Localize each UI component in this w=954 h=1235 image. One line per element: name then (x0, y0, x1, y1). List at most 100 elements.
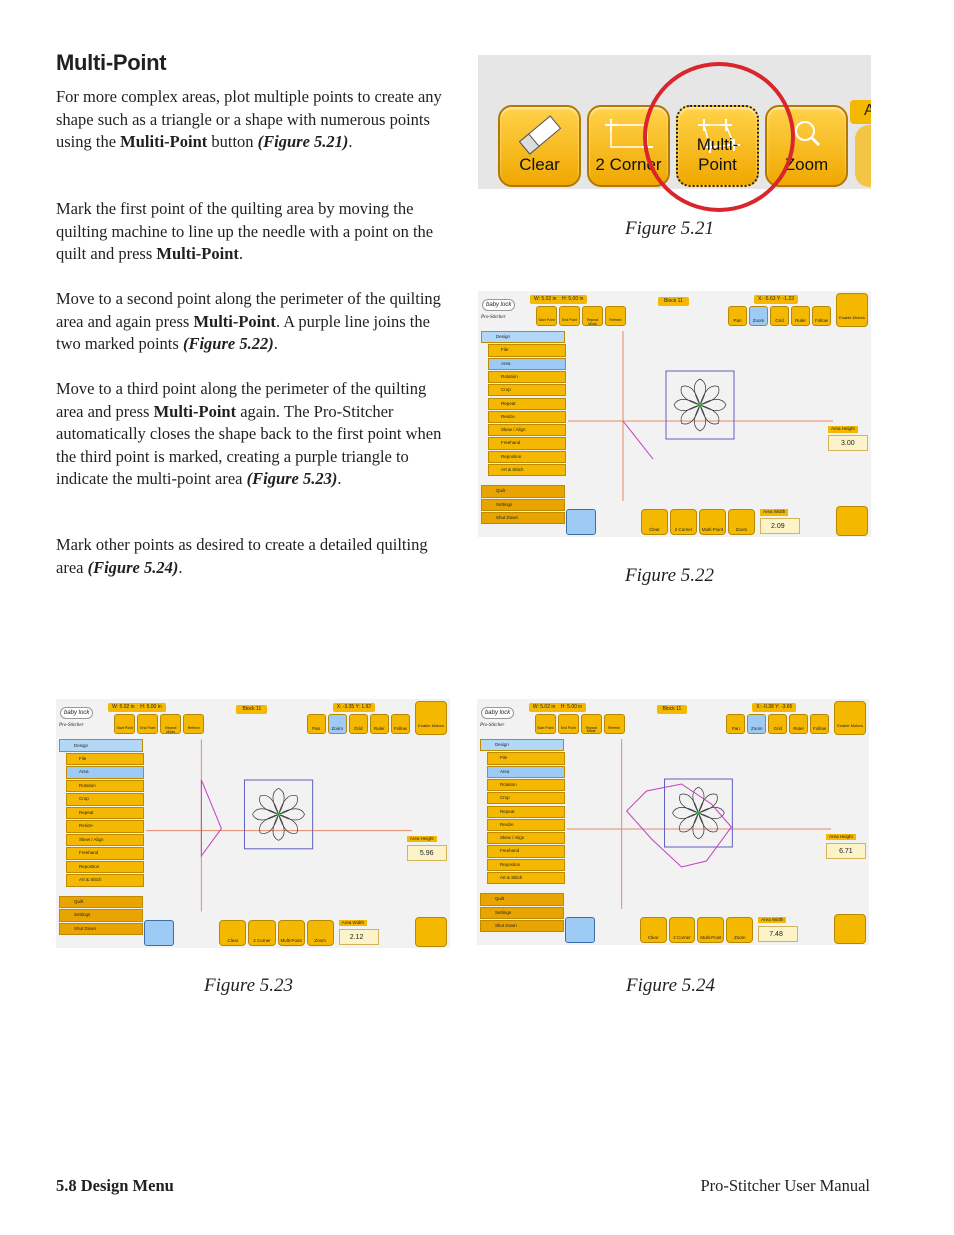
bottom-tool-button[interactable]: Zoom (306, 919, 334, 946)
view-tool-button[interactable]: Ruler (791, 306, 810, 326)
width-readout: W: 5.02 in (530, 295, 561, 304)
side-menu-item[interactable]: Freehand (486, 845, 565, 858)
partial-button[interactable] (855, 125, 871, 187)
design-petal (698, 794, 718, 814)
side-menu-item[interactable]: Settings (481, 498, 565, 511)
side-menu-item[interactable]: Repeat (488, 397, 566, 410)
top-tool-button[interactable]: Start Point (536, 306, 557, 326)
side-menu-item[interactable]: Resize (66, 820, 145, 833)
undo-button[interactable] (414, 916, 447, 947)
side-menu-item[interactable]: Crop (486, 792, 565, 805)
view-tool-button[interactable]: Follow (390, 714, 410, 735)
bottom-tool-button[interactable]: 2 Corner (670, 509, 697, 535)
design-petal (278, 788, 285, 815)
side-menu-item[interactable]: Skew / Align (488, 424, 566, 437)
side-menu-item[interactable]: Design (59, 739, 144, 752)
design-petal (694, 404, 701, 432)
side-menu-item[interactable]: Rotation (488, 370, 566, 384)
view-tool-button[interactable]: Follow (812, 306, 831, 326)
bottom-tool-button[interactable]: Clear (641, 509, 668, 535)
top-tool-button[interactable]: End Point (557, 714, 579, 734)
side-menu-item[interactable]: Shut Down (59, 922, 144, 936)
brand-logo: baby lock (60, 707, 94, 720)
side-menu-item[interactable]: Crop (66, 793, 145, 806)
design-petal (694, 378, 701, 406)
side-menu-item[interactable]: Area (488, 357, 566, 370)
jump-button[interactable] (566, 509, 596, 535)
side-menu-item[interactable]: File (66, 752, 145, 766)
side-menu-item[interactable]: Rotation (486, 778, 565, 792)
bottom-tool-button[interactable]: Zoom (726, 917, 754, 943)
view-tool-button[interactable]: Follow (810, 714, 830, 734)
top-tool-button[interactable]: End Point (137, 714, 159, 735)
side-menu-item[interactable]: Crop (488, 384, 566, 397)
bottom-tool-button[interactable]: Clear (219, 919, 247, 946)
side-menu-item[interactable]: Resize (488, 410, 566, 424)
top-tool-button[interactable]: Refresh (603, 714, 625, 734)
top-tool-button[interactable]: Repeat Mode (580, 714, 602, 734)
side-menu-item[interactable]: Repeat (66, 806, 145, 820)
bottom-tool-button[interactable]: 2 Corner (248, 919, 276, 946)
view-tool-button[interactable]: Zoom (749, 306, 768, 326)
side-menu-item[interactable]: Quilt (481, 485, 565, 498)
side-menu-item[interactable]: Skew / Align (486, 832, 565, 845)
side-menu-item[interactable]: Art & Stitch (486, 872, 565, 885)
side-menu-item[interactable]: Rotation (66, 779, 145, 793)
view-tool-button[interactable]: Grid (348, 714, 368, 735)
side-menu-item[interactable]: Resize (486, 818, 565, 832)
enable-motors-button[interactable]: Enable Motors (414, 701, 447, 736)
view-tool-button[interactable]: Grid (768, 714, 788, 734)
enable-motors-button[interactable]: Enable Motors (836, 293, 868, 327)
top-tool-button[interactable]: Repeat Mode (160, 714, 182, 735)
jump-button[interactable] (564, 917, 595, 943)
undo-button[interactable] (836, 506, 868, 536)
side-menu-item[interactable]: File (486, 752, 565, 765)
side-menu-item[interactable]: Design (479, 739, 564, 752)
side-menu-item[interactable]: Repostion (66, 860, 145, 874)
side-menu-item[interactable]: Area (486, 765, 565, 778)
bottom-tool-button[interactable]: Clear (639, 917, 667, 943)
view-tool-button[interactable]: Pan (726, 714, 746, 734)
side-menu-item[interactable]: Skew / Align (66, 833, 145, 847)
side-menu-item[interactable]: Design (481, 331, 565, 344)
view-tool-button[interactable]: Ruler (369, 714, 389, 735)
side-menu-item[interactable]: Art & Stitch (488, 464, 566, 477)
side-menu-item[interactable]: Art & Stitch (66, 874, 145, 887)
view-tool-button[interactable]: Zoom (747, 714, 767, 734)
top-tool-button[interactable]: Start Point (534, 714, 556, 734)
view-tool-button[interactable]: Pan (306, 714, 326, 735)
bottom-tool-button[interactable]: Multi-Point (697, 917, 725, 943)
side-menu-item[interactable]: Settings (59, 909, 144, 922)
side-menu-item[interactable]: Repostion (488, 450, 566, 463)
view-tool-button[interactable]: Grid (770, 306, 789, 326)
bottom-tool-button[interactable]: Multi-Point (277, 919, 305, 946)
side-menu-item[interactable]: Shut Down (481, 511, 565, 525)
bottom-tool-button[interactable]: 2 Corner (668, 917, 696, 943)
undo-button[interactable] (834, 914, 866, 944)
bottom-tool-button[interactable]: Zoom (728, 509, 755, 535)
design-petal (272, 788, 279, 815)
bottom-tool-button[interactable]: Multi-Point (699, 509, 726, 535)
top-tool-button[interactable]: Refresh (605, 306, 626, 326)
side-menu-item[interactable]: File (488, 344, 566, 357)
jump-button[interactable] (144, 919, 175, 946)
side-menu-item[interactable]: Repostion (486, 858, 565, 871)
side-menu-item[interactable]: Freehand (488, 437, 566, 450)
view-tool-button[interactable]: Pan (728, 306, 747, 326)
side-menu-item[interactable]: Quilt (59, 895, 144, 909)
side-menu-item[interactable]: Shut Down (479, 919, 564, 933)
side-menu-item[interactable]: Area (66, 766, 145, 779)
side-menu-item[interactable]: Repeat (486, 805, 565, 818)
top-tool-button[interactable]: Repeat Mode (582, 306, 603, 326)
enable-motors-button[interactable]: Enable Motors (834, 701, 866, 735)
view-tool-button[interactable]: Zoom (327, 714, 347, 735)
top-tool-button[interactable]: Start Point (114, 714, 136, 735)
view-tool-button[interactable]: Ruler (789, 714, 809, 734)
figure-5-22-caption: Figure 5.22 (625, 565, 715, 586)
top-tool-button[interactable]: Refresh (183, 714, 205, 735)
clear-button[interactable]: Clear (498, 105, 581, 187)
side-menu-item[interactable]: Settings (479, 906, 564, 919)
side-menu-item[interactable]: Freehand (66, 847, 145, 860)
side-menu-item[interactable]: Quilt (479, 893, 564, 906)
top-tool-button[interactable]: End Point (559, 306, 580, 326)
